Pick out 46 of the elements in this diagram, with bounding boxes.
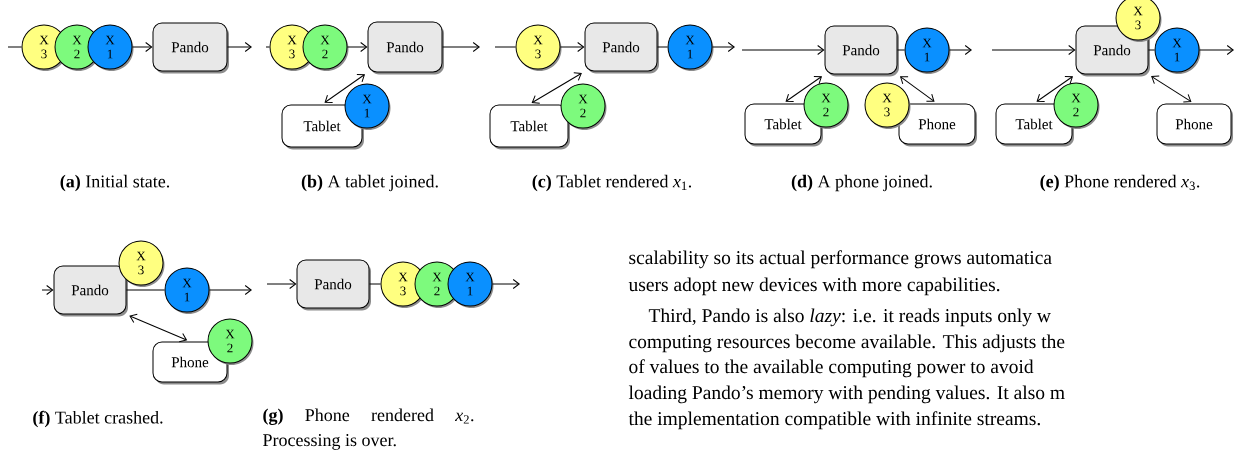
arrow	[785, 75, 822, 103]
arrow	[531, 72, 582, 104]
caption: (b) A tablet joined.	[301, 174, 438, 192]
process-box: Pando	[367, 21, 444, 75]
device-box: Tablet	[489, 104, 570, 150]
body-text: loading Pando’s memory with pending values. It also m	[628, 385, 1065, 404]
arrow	[1199, 45, 1234, 55]
caption: (d) A phone joined.	[791, 174, 932, 192]
arrow	[209, 285, 252, 295]
body-text: users adopt new devices with more capabilities.	[628, 277, 1000, 296]
arrow	[949, 45, 972, 55]
body-text: Third, Pando is also lazy: i.e. it reads inputs only w	[648, 308, 1051, 327]
caption: (g) Phone rendered x$_{2}$. Processing is over.	[263, 408, 474, 450]
device-box: Tablet	[744, 103, 823, 147]
caption: (a) Initial state.	[60, 174, 170, 192]
arrow	[741, 45, 825, 55]
arrow	[492, 279, 520, 289]
process-box: Pando	[152, 22, 229, 74]
arrow	[560, 42, 585, 52]
arrow	[900, 76, 935, 102]
arrow	[266, 279, 297, 289]
device-box: Tablet	[281, 104, 364, 150]
body-text: the implementation compatible with infinite streams.	[628, 411, 1040, 430]
arrow	[712, 42, 735, 52]
arrow	[991, 45, 1076, 55]
device-box: Phone	[1156, 103, 1233, 147]
arrow	[324, 74, 365, 103]
caption: (e) Phone rendered x$_{3}$.	[1040, 174, 1200, 192]
process-box: Pando	[824, 25, 899, 77]
caption: (c) Tablet rendered x$_{1}$.	[532, 174, 692, 192]
arrow	[1151, 75, 1192, 103]
device-box: Phone	[898, 103, 977, 147]
process-box: Pando	[53, 265, 128, 317]
arrow	[347, 42, 368, 52]
arrow	[41, 285, 54, 295]
body-text: scalability so its actual performance grows automatica	[629, 250, 1052, 269]
arrow	[442, 42, 480, 52]
process-box: Pando	[584, 22, 659, 74]
arrow	[1036, 75, 1073, 103]
process-box: Pando	[296, 259, 371, 311]
arrow	[129, 313, 187, 343]
body-text: of values to the available computing power to avoid	[629, 359, 1034, 378]
arrow	[132, 42, 153, 52]
body-text: computing resources become available. This adjusts the	[629, 334, 1065, 353]
caption: (f) Tablet crashed.	[33, 410, 163, 428]
arrow	[227, 42, 252, 52]
